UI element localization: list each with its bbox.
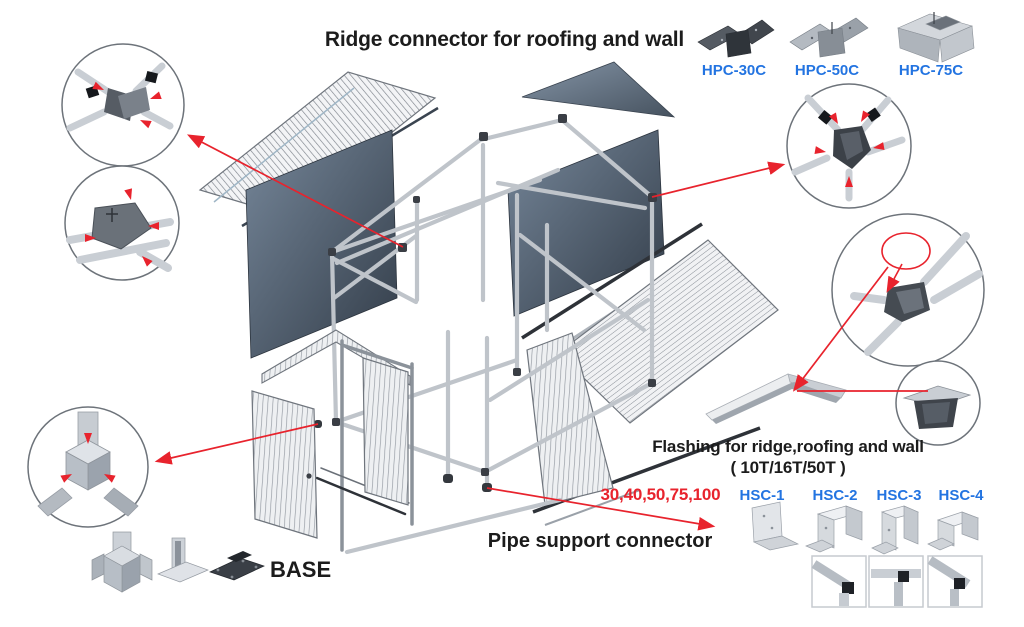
hpc-75c-image [897,12,975,63]
pipe-support-label: Pipe support connector [487,530,713,552]
hsc-1-image [751,501,800,551]
diagram-title: Ridge connector for roofing and wall [324,28,685,51]
base-cube-connector-image [91,531,153,593]
hpc-50c-image [789,17,869,58]
wall-panel-left [245,129,398,359]
pipe-joint-photos [811,555,983,608]
flashing-product-image [705,373,847,424]
sidewall-corrugated-panel [362,357,409,506]
door-frame [315,339,414,552]
flashing-sizes: 30,40,50,75,100 [600,485,721,504]
hpc-30c-image [697,19,775,58]
flashing-title: Flashing for ridge,roofing and wall [652,437,924,456]
hsc-1-label: HSC-1 [739,487,785,504]
callout-gable-plate-detail [64,165,180,281]
base-flange-plate-image [209,551,265,581]
hsc-3-image [871,505,920,555]
callout-purlin-connector-detail [831,213,985,367]
hpc-50c-label: HPC-50C [794,62,860,79]
hsc-2-image [805,505,864,553]
hsc-2-label: HSC-2 [812,487,858,504]
door-corrugated-panel [251,390,318,539]
flashing-thickness: ( 10T/16T/50T ) [730,458,846,477]
hsc-4-label: HSC-4 [938,487,984,504]
roof-gable-panel-triangle [521,61,676,118]
hsc-3-label: HSC-3 [876,487,922,504]
red-leader-lines [154,134,928,531]
hpc-30c-label: HPC-30C [701,62,767,79]
callout-cube-corner-detail [27,406,149,528]
callout-flashing-mounted-detail [895,360,981,446]
gable-corrugated-panel [261,329,411,386]
wall-corrugated-panel-right [526,332,614,506]
base-pipe-anchor-image [157,537,209,583]
base-label: BASE [270,557,332,582]
callout-multi-way-connector-detail [786,83,912,209]
callout-ridge-corner-detail [61,43,185,167]
pipe-support-connector-balls [314,420,492,492]
hpc-75c-label: HPC-75C [898,62,964,79]
hsc-4-image [927,511,980,551]
roof-corrugated-panel-right [521,222,779,526]
